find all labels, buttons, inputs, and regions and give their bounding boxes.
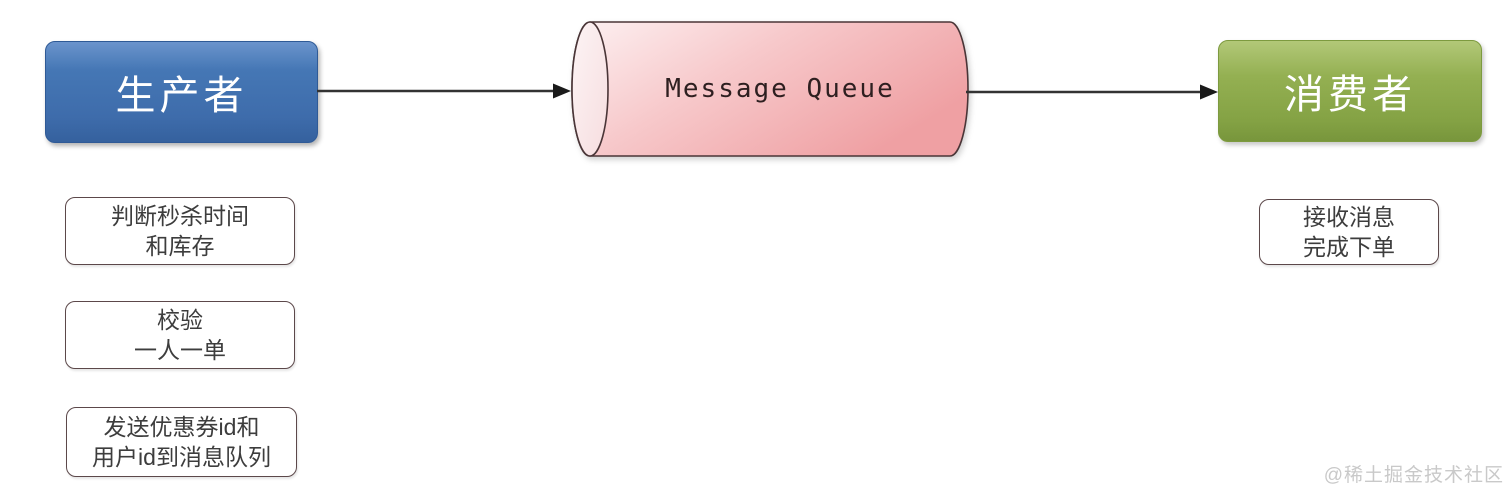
consumer-label: 消费者	[1284, 73, 1416, 117]
producer-node: 生产者	[45, 41, 318, 143]
consumer-node: 消费者	[1218, 40, 1482, 142]
watermark: @稀土掘金技术社区	[1323, 465, 1504, 486]
producer-label: 生产者	[115, 74, 248, 118]
note-line: 发送优惠券id和	[103, 414, 260, 440]
note-line: 用户id到消息队列	[92, 444, 271, 470]
note-line: 和库存	[145, 233, 215, 259]
note-line: 校验	[157, 307, 203, 333]
note-line: 判断秒杀时间	[111, 203, 249, 229]
message-queue-cylinder	[571, 21, 969, 157]
note-verify-one-order: 校验 一人一单	[65, 301, 295, 369]
queue-label: Message Queue	[665, 74, 895, 104]
note-line: 一人一单	[134, 337, 226, 363]
note-send-ids-to-queue: 发送优惠券id和 用户id到消息队列	[66, 407, 297, 477]
note-receive-complete-order: 接收消息 完成下单	[1259, 199, 1439, 265]
note-line: 完成下单	[1303, 234, 1395, 260]
arrow-producer-to-queue-icon	[317, 83, 571, 99]
arrow-queue-to-consumer-icon	[966, 84, 1218, 100]
note-line: 接收消息	[1303, 204, 1395, 230]
cylinder-end-cap	[571, 21, 609, 157]
note-check-time-stock: 判断秒杀时间 和库存	[65, 197, 295, 265]
